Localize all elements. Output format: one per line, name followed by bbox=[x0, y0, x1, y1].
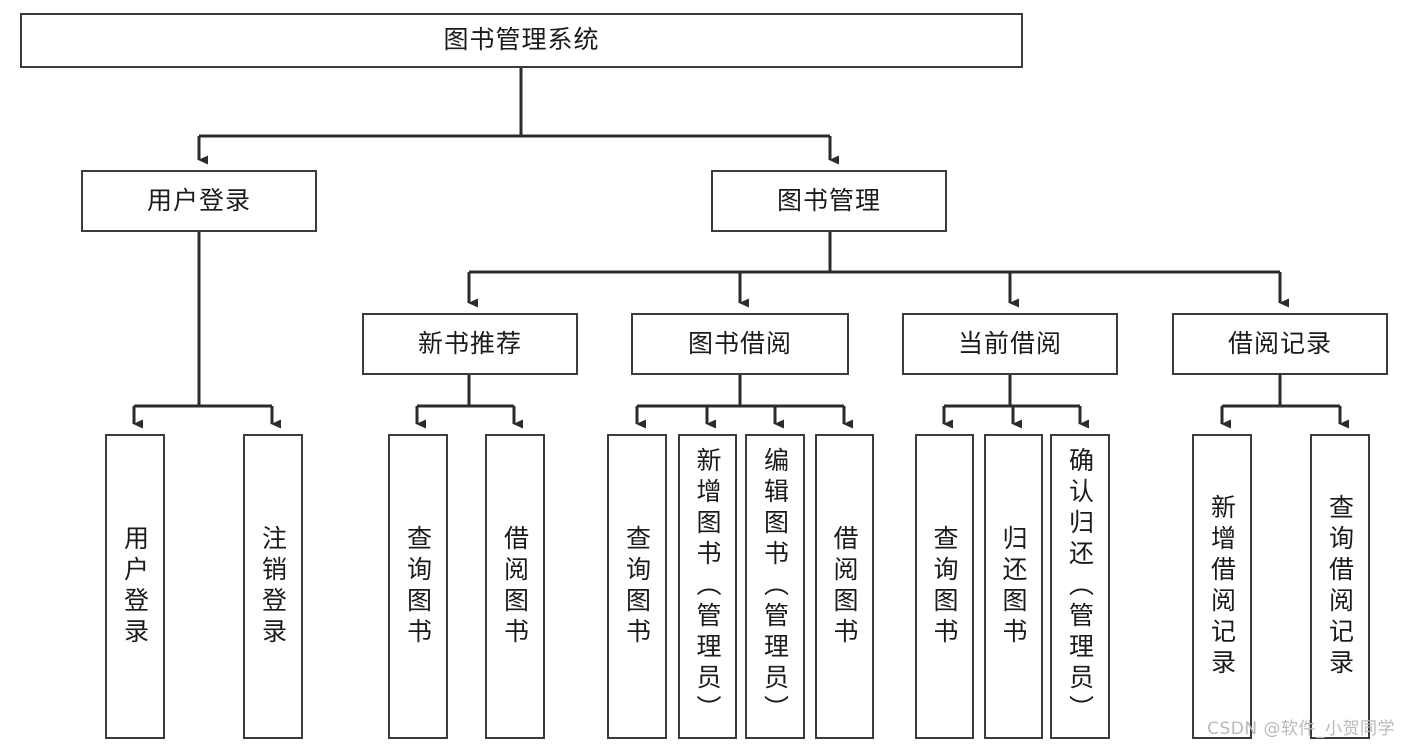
node-book-borrow[interactable]: 图书借阅 bbox=[631, 313, 849, 375]
node-leaf-query-book-3[interactable]: 查询图书 bbox=[915, 434, 974, 739]
node-leaf-query-book-3-label: 查询图书 bbox=[930, 524, 959, 649]
node-user-login[interactable]: 用户登录 bbox=[81, 170, 317, 232]
node-leaf-return-book[interactable]: 归还图书 bbox=[984, 434, 1043, 739]
node-leaf-confirm-return[interactable]: 确认归还（管理员） bbox=[1050, 434, 1110, 739]
node-current-borrow[interactable]: 当前借阅 bbox=[902, 313, 1118, 375]
node-book-management-label: 图书管理 bbox=[776, 185, 881, 215]
node-leaf-query-book-2[interactable]: 查询图书 bbox=[607, 434, 667, 739]
node-leaf-borrow-book-1-label: 借阅图书 bbox=[500, 524, 530, 649]
node-leaf-query-book-2-label: 查询图书 bbox=[622, 524, 652, 649]
node-leaf-borrow-book-2[interactable]: 借阅图书 bbox=[815, 434, 874, 739]
node-user-login-label: 用户登录 bbox=[146, 185, 251, 215]
node-book-management[interactable]: 图书管理 bbox=[711, 170, 947, 232]
node-leaf-query-record-label: 查询借阅记录 bbox=[1325, 493, 1355, 680]
node-leaf-confirm-return-label: 确认归还（管理员） bbox=[1065, 447, 1095, 726]
node-leaf-borrow-book-2-label: 借阅图书 bbox=[830, 524, 859, 649]
node-leaf-add-book-label: 新增图书（管理员） bbox=[693, 447, 722, 726]
node-borrow-record-label: 借阅记录 bbox=[1227, 328, 1332, 358]
node-leaf-logout-label: 注销登录 bbox=[258, 524, 288, 649]
node-leaf-add-record-label: 新增借阅记录 bbox=[1207, 493, 1237, 680]
node-book-borrow-label: 图书借阅 bbox=[687, 328, 792, 358]
node-borrow-record[interactable]: 借阅记录 bbox=[1172, 313, 1388, 375]
node-leaf-query-record[interactable]: 查询借阅记录 bbox=[1310, 434, 1370, 739]
watermark: CSDN @软件_小贺同学 bbox=[1207, 719, 1395, 739]
node-leaf-edit-book-label: 编辑图书（管理员） bbox=[760, 447, 790, 726]
node-leaf-add-record[interactable]: 新增借阅记录 bbox=[1192, 434, 1252, 739]
node-leaf-user-login-label: 用户登录 bbox=[120, 524, 150, 649]
node-new-book-recommend-label: 新书推荐 bbox=[417, 328, 522, 358]
node-leaf-user-login[interactable]: 用户登录 bbox=[105, 434, 165, 739]
node-root[interactable]: 图书管理系统 bbox=[20, 13, 1023, 68]
node-leaf-borrow-book-1[interactable]: 借阅图书 bbox=[485, 434, 545, 739]
node-root-label: 图书管理系统 bbox=[443, 25, 600, 55]
node-leaf-query-book-1-label: 查询图书 bbox=[403, 524, 433, 649]
node-leaf-logout[interactable]: 注销登录 bbox=[243, 434, 303, 739]
node-leaf-add-book[interactable]: 新增图书（管理员） bbox=[678, 434, 737, 739]
node-current-borrow-label: 当前借阅 bbox=[957, 328, 1062, 358]
node-leaf-return-book-label: 归还图书 bbox=[999, 524, 1028, 649]
node-leaf-query-book-1[interactable]: 查询图书 bbox=[388, 434, 448, 739]
node-new-book-recommend[interactable]: 新书推荐 bbox=[362, 313, 578, 375]
node-leaf-edit-book[interactable]: 编辑图书（管理员） bbox=[745, 434, 805, 739]
